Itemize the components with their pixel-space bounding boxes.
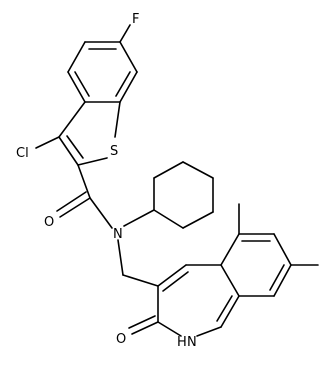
bond (122, 274, 159, 287)
bond (67, 41, 86, 73)
bond (123, 209, 155, 227)
amide-nitrogen-label: N (113, 227, 123, 242)
lactam-n-label: N (187, 335, 197, 350)
lactam-oxygen-label: O (116, 332, 126, 347)
bond (115, 71, 131, 97)
bond (77, 157, 108, 166)
bond (273, 264, 292, 297)
bond (35, 136, 60, 149)
bond (196, 326, 222, 337)
bond (153, 161, 184, 179)
bond (114, 101, 121, 138)
bond (119, 71, 138, 103)
bond (157, 321, 182, 337)
bond (119, 41, 138, 73)
bond (216, 295, 233, 322)
bond (74, 71, 90, 97)
bond (182, 211, 214, 229)
bond (59, 197, 91, 218)
bond (77, 164, 91, 199)
bond (273, 233, 292, 266)
fluorine-label: F (132, 12, 139, 27)
bond (128, 315, 156, 329)
bond (58, 136, 79, 166)
bond (117, 239, 124, 276)
bond (157, 264, 187, 287)
carbonyl-oxygen-label: O (44, 215, 54, 230)
bond (56, 191, 87, 212)
bond (162, 271, 189, 292)
bond (220, 264, 240, 297)
bond (66, 135, 84, 159)
lactam-nh-h-label: H (177, 335, 187, 350)
sulfur-label: S (110, 144, 118, 159)
bond (220, 295, 240, 328)
bonds (35, 24, 319, 337)
bond (153, 209, 184, 229)
bond (89, 197, 113, 229)
bond (182, 161, 214, 179)
bond (131, 321, 159, 335)
bond (220, 233, 240, 266)
bond (269, 264, 285, 291)
bond (58, 101, 86, 138)
bond (67, 71, 86, 103)
bond (119, 24, 131, 43)
chlorine-label: Cl (16, 146, 29, 161)
